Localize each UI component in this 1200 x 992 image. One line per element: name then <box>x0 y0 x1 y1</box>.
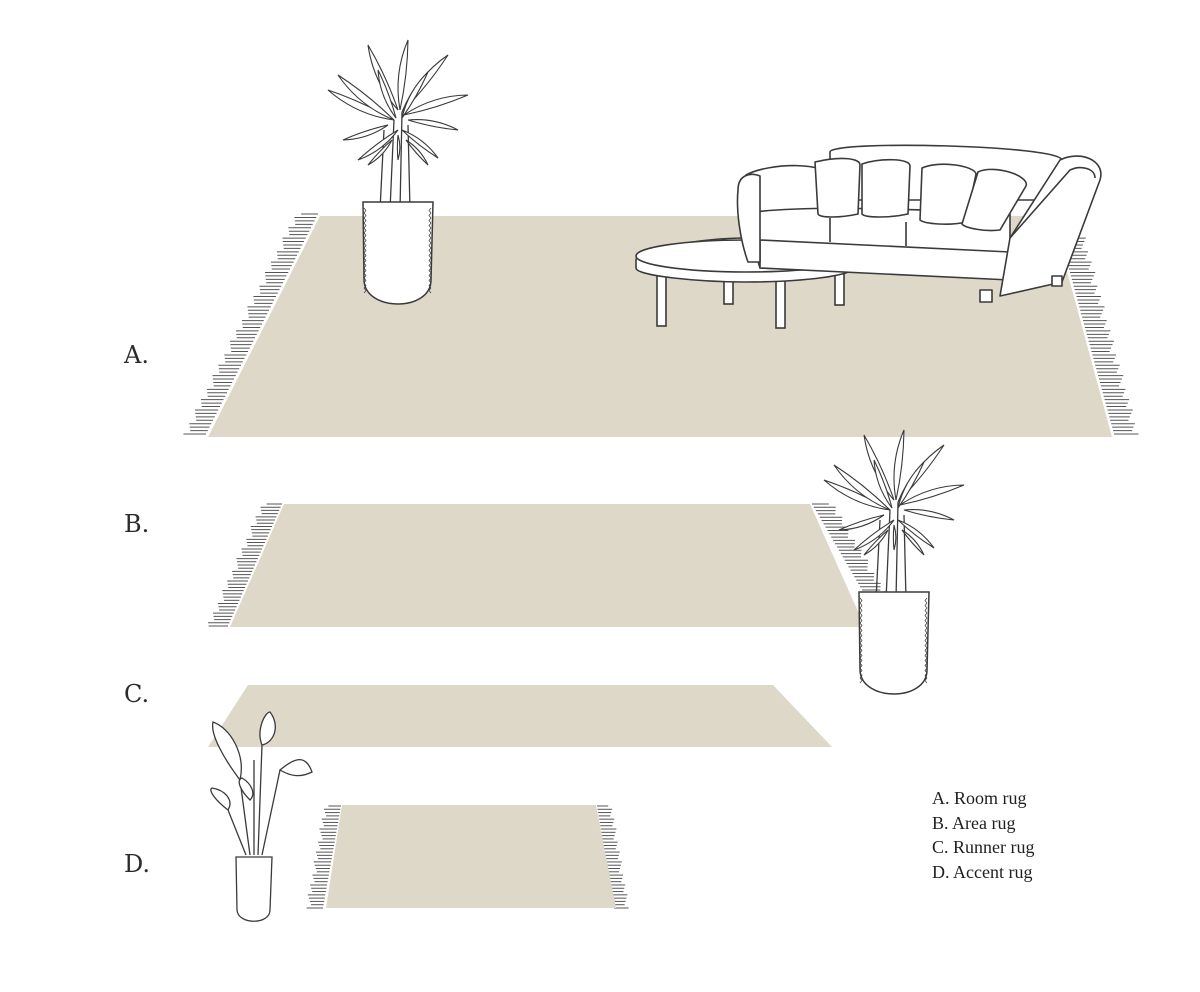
palm-stem <box>895 501 899 601</box>
pot-texture <box>859 627 928 634</box>
row-label-d: D. <box>124 850 151 878</box>
rug-accent-fringe-right <box>597 805 629 909</box>
pot-texture <box>859 617 928 624</box>
palm-frond <box>897 519 935 549</box>
pot-texture <box>859 612 928 619</box>
palm-frond <box>853 519 895 551</box>
palm-frond <box>396 134 401 161</box>
potted-palm-icon <box>823 429 965 695</box>
pot-texture <box>363 247 432 254</box>
pot-texture <box>363 217 432 224</box>
palm-frond <box>901 529 925 556</box>
palm-frond <box>893 429 905 501</box>
pot-texture <box>363 277 432 284</box>
palm-frond <box>367 139 393 166</box>
palm-stem <box>407 124 411 211</box>
palm-frond <box>337 74 395 121</box>
palm-frond <box>897 461 925 509</box>
pot-texture <box>363 252 432 259</box>
pot-texture <box>859 642 928 649</box>
legend-item-area-rug: B. Area rug <box>932 812 1016 833</box>
pot-texture <box>859 677 928 684</box>
palm-frond <box>405 139 429 166</box>
palm-stem <box>399 111 403 211</box>
pot-texture <box>859 652 928 659</box>
rug-area-fringe-left <box>208 503 282 627</box>
rug-area <box>208 503 881 627</box>
rug-area-fringe-right <box>812 503 881 591</box>
palm-frond <box>357 129 399 161</box>
palm-frond <box>397 39 409 111</box>
rug-room-fringe-left <box>183 213 318 435</box>
legend-item-runner-rug: C. Runner rug <box>932 837 1035 857</box>
rug-area-body <box>230 504 865 627</box>
pot-texture <box>363 207 432 214</box>
potted-alocasia-icon <box>210 711 313 922</box>
palm-frond <box>892 524 897 551</box>
pot-texture <box>363 287 432 294</box>
plant-pot <box>362 201 434 305</box>
pot-texture <box>859 672 928 679</box>
rug-runner <box>208 685 832 747</box>
pot-texture <box>363 227 432 234</box>
palm-frond <box>873 459 893 509</box>
pot-texture <box>363 212 432 219</box>
pot-texture <box>363 237 432 244</box>
sofa-icon <box>736 144 1102 303</box>
legend-item-room-rug: A. Room rug <box>932 788 1027 808</box>
pot-texture <box>859 602 928 609</box>
pot-texture <box>363 242 432 249</box>
pot-texture <box>859 622 928 629</box>
row-label-b: B. <box>124 510 150 538</box>
pot-texture <box>363 272 432 279</box>
rug-accent-body <box>326 805 616 908</box>
palm-frond <box>342 124 389 141</box>
pot-texture <box>859 597 928 604</box>
plant-pot <box>858 591 930 695</box>
palm-frond <box>403 94 469 116</box>
row-label-a: A. <box>124 341 149 369</box>
pot-texture <box>859 637 928 644</box>
legend: A. Room rug B. Area rug C. Runner rug D.… <box>932 786 1035 884</box>
pot-texture <box>859 657 928 664</box>
pot-texture <box>363 222 432 229</box>
palm-frond <box>838 514 885 531</box>
legend-item-accent-rug: D. Accent rug <box>932 861 1033 882</box>
palm-frond <box>863 529 889 556</box>
pot-texture <box>363 267 432 274</box>
rug-accent-fringe-left <box>306 805 341 909</box>
palm-stem <box>903 514 907 601</box>
palm-frond <box>407 119 459 131</box>
palm-frond <box>401 129 439 159</box>
pot-texture <box>859 647 928 654</box>
palm-frond <box>899 484 965 506</box>
pot-texture <box>859 632 928 639</box>
palm-frond <box>903 509 955 521</box>
palm-frond <box>833 464 891 511</box>
palm-frond <box>401 71 429 119</box>
pot-texture <box>859 662 928 669</box>
potted-palm-icon <box>327 39 469 305</box>
rug-runner-body <box>208 685 832 747</box>
rug-accent <box>306 805 629 909</box>
pot-texture <box>363 262 432 269</box>
palm-frond <box>377 69 397 119</box>
row-label-c: C. <box>124 680 150 708</box>
pot-texture <box>859 667 928 674</box>
pot-texture <box>363 282 432 289</box>
pot-texture <box>363 257 432 264</box>
pot-texture <box>363 232 432 239</box>
pot-texture <box>859 607 928 614</box>
